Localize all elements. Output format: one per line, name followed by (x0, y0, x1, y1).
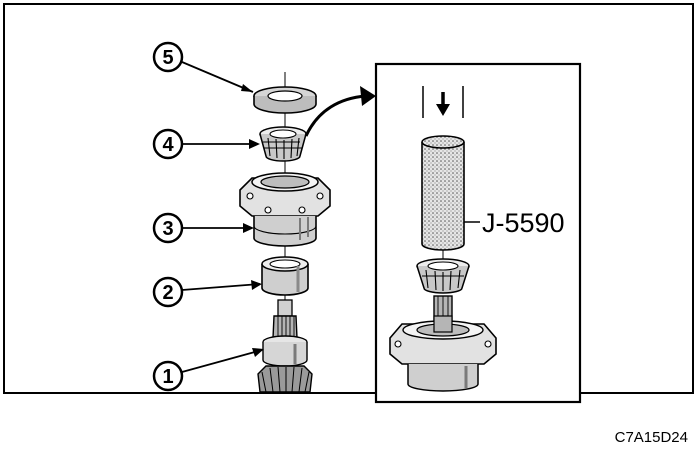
part-4-bearing (259, 126, 307, 162)
callout-5-label: 5 (162, 47, 173, 69)
callout-5: 5 (152, 41, 254, 93)
part-2-sleeve (261, 256, 309, 296)
part-3-housing (239, 172, 331, 247)
tool-label: J-5590 (482, 208, 565, 238)
callout-2-label: 2 (162, 282, 173, 304)
callout-4-label: 4 (162, 134, 174, 156)
callout-3-label: 3 (162, 218, 173, 240)
callout-1: 1 (152, 348, 264, 392)
press-direction-icon (422, 86, 464, 118)
figure-code: C7A15D24 (614, 429, 688, 446)
callout-4: 4 (152, 128, 260, 160)
callout-3: 3 (152, 212, 254, 244)
callout-2: 2 (152, 276, 262, 308)
installer-tool (421, 135, 465, 262)
detail-inset: J-5590 (374, 62, 582, 404)
inset-housing (389, 295, 497, 392)
detail-arrow (304, 86, 376, 137)
inset-bearing (416, 258, 470, 294)
part-1-pinion-shaft (257, 299, 313, 393)
diagram-frame (3, 3, 694, 394)
part-5-seal (253, 86, 317, 114)
callout-1-label: 1 (162, 366, 173, 388)
